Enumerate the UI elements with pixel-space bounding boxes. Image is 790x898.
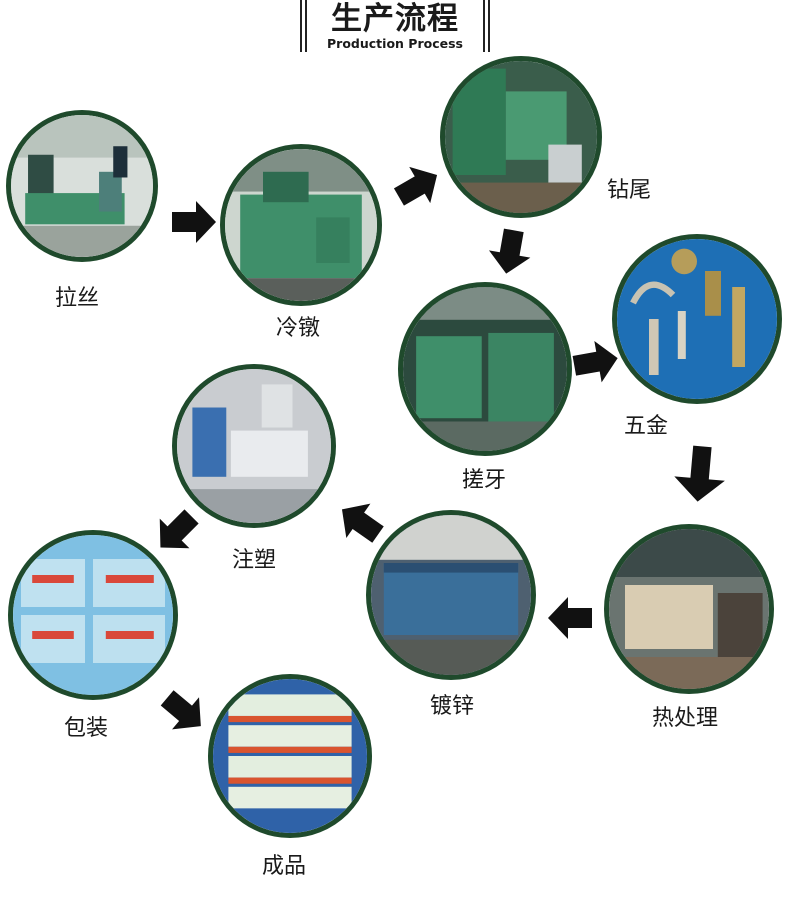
step-photo-finished-product (208, 674, 372, 838)
header-left-bar (300, 0, 302, 52)
page-subtitle: Production Process (327, 36, 463, 51)
step-photo-hardware (612, 234, 782, 404)
header-left-bar-inner (305, 0, 307, 52)
arrow-down-left-icon (139, 495, 213, 569)
arrow-right-icon-2 (566, 332, 626, 392)
step-label-thread-rolling: 搓牙 (462, 468, 507, 493)
arrow-right-icon (168, 196, 220, 248)
step-label-heat-treatment: 热处理 (652, 706, 719, 731)
step-photo-drill-tail (440, 56, 602, 218)
step-photo-galvanizing (366, 510, 536, 680)
step-label-cold-heading: 冷镦 (276, 316, 321, 341)
step-photo-thread-rolling (398, 282, 572, 456)
step-label-wire-drawing: 拉丝 (55, 286, 100, 311)
step-photo-packaging (8, 530, 178, 700)
arrow-left-icon (544, 592, 596, 644)
step-label-drill-tail: 钻尾 (607, 178, 652, 203)
arrow-down-right-icon (147, 675, 220, 748)
step-label-injection-molding: 注塑 (232, 548, 277, 573)
arrow-up-left-icon (324, 486, 396, 558)
step-label-packaging: 包装 (64, 716, 109, 741)
step-label-hardware: 五金 (624, 414, 669, 439)
step-label-finished-product: 成品 (262, 854, 307, 879)
step-photo-heat-treatment (604, 524, 774, 694)
arrow-down-icon-2 (666, 441, 735, 506)
step-photo-wire-drawing (6, 110, 158, 262)
arrow-up-right-icon (382, 150, 453, 221)
page-title: 生产流程 (331, 1, 459, 37)
page-header: 生产流程 Production Process (300, 0, 490, 52)
step-photo-injection-molding (172, 364, 336, 528)
step-photo-cold-heading (220, 144, 382, 306)
arrow-down-icon (480, 222, 540, 282)
header-right-bar-inner (483, 0, 485, 52)
step-label-galvanizing: 镀锌 (430, 694, 475, 719)
header-right-bar (488, 0, 490, 52)
